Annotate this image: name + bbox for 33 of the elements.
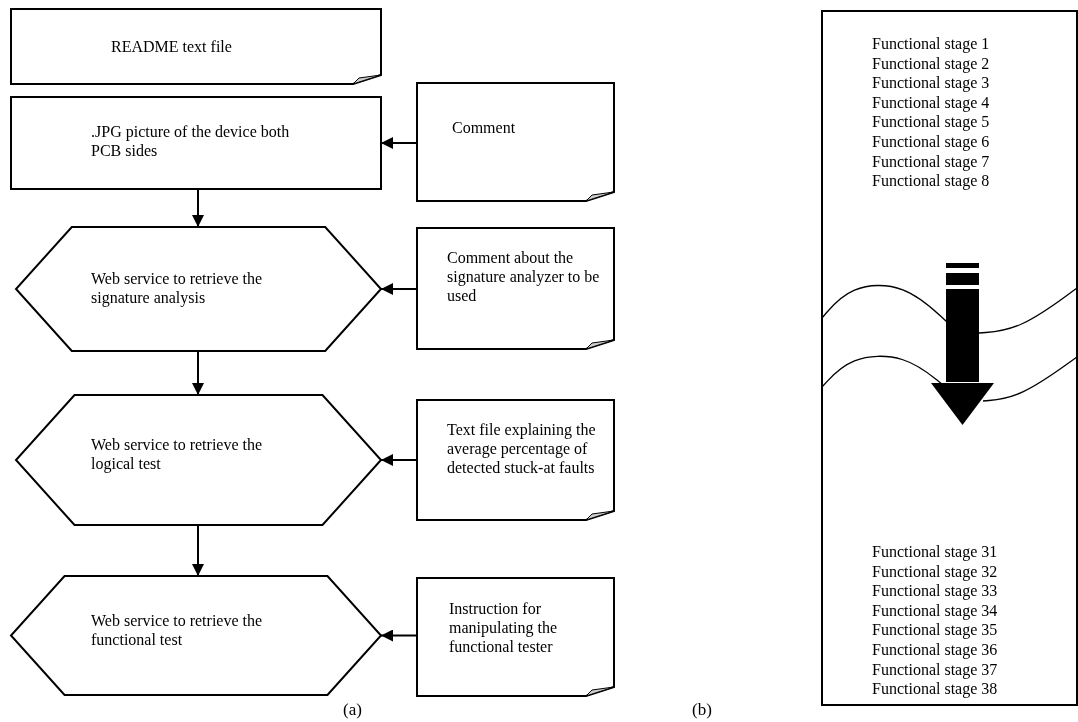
stage-text: Functional stage 38: [872, 679, 998, 699]
stage-text: Functional stage 32: [872, 561, 998, 581]
stage-text: Functional stage 34: [872, 600, 998, 620]
stage-text: Functional stage 33: [872, 581, 998, 601]
node-text: .JPG picture of the device both PCB sides: [91, 122, 291, 160]
node-text: Web service to retrieve the signature analysis: [91, 269, 264, 307]
stage-text: Functional stage 31: [872, 542, 998, 561]
arrow: [380, 629, 418, 642]
panel-label: (a): [343, 700, 362, 720]
arrow: [192, 350, 204, 396]
stage-text: Functional stage 1: [872, 34, 990, 53]
stage-text: Functional stage 7: [872, 151, 990, 171]
stage-text: Functional stage 6: [872, 132, 990, 151]
node-text: README text file: [111, 37, 233, 56]
stage-text: Functional stage 3: [872, 73, 990, 93]
node-text: Web service to retrieve the functional test: [91, 611, 264, 649]
stage-text: Functional stage 4: [872, 92, 990, 112]
stage-text: Functional stage 35: [872, 620, 998, 640]
stage-text: Functional stage 5: [872, 112, 990, 132]
stage-text: Functional stage 2: [872, 53, 990, 73]
arrow: [380, 283, 418, 295]
node-text: Text file explaining the average percentage of detected stuck-at faults: [447, 420, 597, 477]
stage-text: Functional stage 36: [872, 640, 998, 659]
stage-text: Functional stage 8: [872, 171, 990, 191]
arrow: [380, 454, 418, 466]
arrow: [192, 524, 204, 577]
arrow: [192, 188, 204, 228]
node-text: Instruction for manipulating the functional tester: [449, 599, 558, 656]
panel-label: (b): [692, 700, 712, 720]
node-text: Comment about the signature analyzer to be used: [447, 248, 601, 305]
node-text: Comment: [452, 118, 517, 137]
node-text: Web service to retrieve the logical test: [91, 435, 264, 473]
stage-text: Functional stage 37: [872, 659, 998, 679]
